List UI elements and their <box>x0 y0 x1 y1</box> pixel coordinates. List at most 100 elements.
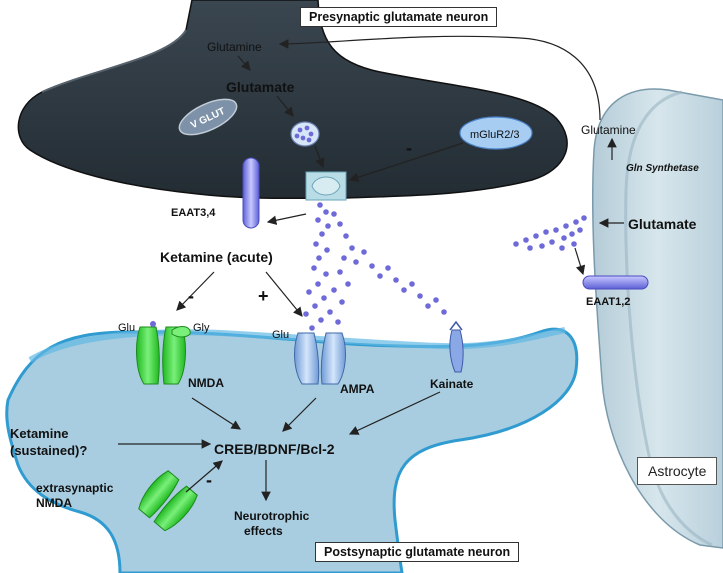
glutamate-dot <box>315 281 321 287</box>
kainate-label: Kainate <box>430 377 474 391</box>
glutamate-dot <box>549 239 555 245</box>
glutamate-dot <box>571 241 577 247</box>
kainate-receptor <box>449 320 464 373</box>
glutamine-pre-label: Glutamine <box>207 40 262 54</box>
glutamate-dot <box>353 259 359 265</box>
ketamine-sustained-label-1: Ketamine <box>10 426 69 441</box>
ketamine-acute-label: Ketamine (acute) <box>160 249 273 265</box>
glutamate-dot <box>369 263 375 269</box>
glutamate-dot <box>315 217 321 223</box>
arrow-glutamine-to-glutamate <box>237 55 251 71</box>
glutamate-dot <box>323 271 329 277</box>
astrocyte <box>591 88 723 549</box>
glutamate-dot <box>311 265 317 271</box>
glutamate-dot <box>401 287 407 293</box>
glutamate-dot <box>345 281 351 287</box>
glutamate-dot <box>441 309 447 315</box>
release-site <box>305 171 347 201</box>
glutamate-dot <box>312 303 318 309</box>
glutamate-dot <box>331 287 337 293</box>
eaat34-transporter <box>242 157 260 229</box>
arrows <box>118 35 624 502</box>
glutamate-dot <box>339 299 345 305</box>
glutamate-dot <box>343 233 349 239</box>
glutamate-dot <box>559 245 565 251</box>
glutamate-dot <box>313 241 319 247</box>
glutamate-dot <box>325 223 331 229</box>
arrow-glutamate-to-vesicle <box>276 95 294 117</box>
extrasynaptic-minus-label: - <box>206 470 212 490</box>
presynaptic-title: Presynaptic glutamate neuron <box>300 7 498 27</box>
arrow-to-eaat12 <box>574 247 586 276</box>
glutamate-pre-label: Glutamate <box>226 79 295 95</box>
glutamate-dot <box>318 317 324 323</box>
ampa-label: AMPA <box>340 382 375 396</box>
glutamate-dot <box>323 209 329 215</box>
arrow-ketamine-to-ampa <box>265 271 303 317</box>
glutamate-dot <box>543 229 549 235</box>
glutamate-dot <box>294 133 300 139</box>
glutamate-dot <box>523 237 529 243</box>
glutamate-dot <box>561 235 567 241</box>
glutamate-molecules <box>294 125 587 331</box>
glutamate-dot <box>563 223 569 229</box>
nmda-minus-label: - <box>188 286 194 306</box>
labels: Glutamine Glutamate V GLUT mGluR2/3 - EA… <box>10 40 699 538</box>
ampa-receptor <box>294 332 346 385</box>
mglur-receptor <box>459 116 533 150</box>
postsynaptic-title: Postsynaptic glutamate neuron <box>315 542 520 562</box>
glutamate-dot <box>361 249 367 255</box>
eaat12-label: EAAT1,2 <box>586 296 630 308</box>
extrasynaptic-label-2: NMDA <box>36 496 72 510</box>
vglut-vesicle <box>178 98 238 136</box>
creb-label: CREB/BDNF/Bcl-2 <box>214 441 335 457</box>
presynaptic-neuron <box>17 0 568 200</box>
glu-nmda-label: Glu <box>118 322 135 334</box>
neurotrophic-label-1: Neurotrophic <box>234 509 310 523</box>
nmda-receptor <box>136 321 191 385</box>
eaat34-label: EAAT3,4 <box>171 207 216 219</box>
glutamate-dot <box>533 233 539 239</box>
extrasynaptic-label-1: extrasynaptic <box>36 481 114 495</box>
arrow-ampa-to-creb <box>282 397 317 432</box>
glutamate-dot <box>327 309 333 315</box>
eaat12-transporter <box>582 275 649 290</box>
glutamate-dot <box>581 215 587 221</box>
glutamate-dot <box>306 289 312 295</box>
glutamate-dot <box>304 125 310 131</box>
glutamate-dot <box>306 137 312 143</box>
glutamate-dot <box>321 295 327 301</box>
glutamate-dot <box>324 247 330 253</box>
synaptic-vesicle <box>290 121 320 147</box>
arrow-kainate-to-creb <box>348 391 441 435</box>
mglur-label: mGluR2/3 <box>470 129 520 141</box>
arrow-astro-to-glutamine <box>278 35 601 121</box>
arrow-ketamine-to-nmda <box>176 271 215 311</box>
arrow-vesicle-to-release <box>314 145 325 169</box>
extrasynaptic-nmda-receptor <box>138 470 198 532</box>
gln-synthetase-label: Gln Synthetase <box>626 163 699 174</box>
glutamate-dot <box>393 277 399 283</box>
glutamate-dot <box>513 241 519 247</box>
glutamate-dot <box>577 227 583 233</box>
glutamate-dot <box>539 243 545 249</box>
glu-ampa-label: Glu <box>272 329 289 341</box>
glutamate-dot <box>417 293 423 299</box>
glutamate-dot <box>309 325 315 331</box>
gly-label: Gly <box>193 322 210 334</box>
glutamate-dot <box>317 202 323 208</box>
glutamate-dot <box>319 231 325 237</box>
mglur-minus-label: - <box>406 138 412 158</box>
glutamate-dot <box>335 319 341 325</box>
astrocyte-label: Astrocyte <box>637 457 718 485</box>
glutamate-dot <box>300 135 306 141</box>
glutamate-dot <box>337 221 343 227</box>
arrow-extra-to-creb <box>185 460 223 493</box>
arrow-release-to-eaat34 <box>266 213 307 225</box>
ampa-plus-label: + <box>258 286 269 306</box>
ketamine-sustained-label-2: (sustained)? <box>10 443 87 458</box>
glutamate-dot <box>303 311 309 317</box>
glutamate-dot <box>377 273 383 279</box>
glutamate-astro-label: Glutamate <box>628 216 697 232</box>
